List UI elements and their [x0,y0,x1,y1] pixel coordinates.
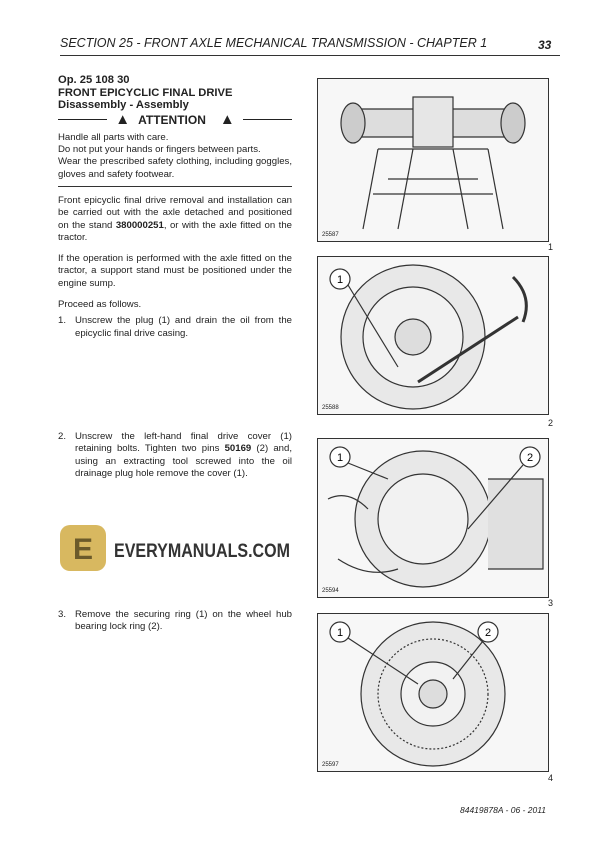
figure-4: 1 2 25597 [317,613,549,772]
svg-text:E: E [73,533,93,566]
figure-code: 25594 [322,588,339,594]
section-header: SECTION 25 - FRONT AXLE MECHANICAL TRANS… [60,36,488,50]
attention-line: Handle all parts with care. [58,131,169,143]
step-3: 3.Remove the securing ring (1) on the wh… [58,609,292,633]
figure-code: 25597 [322,762,339,768]
figure-3: 1 2 25594 [317,438,549,598]
step-2-block: 2.Unscrew the left-hand final drive cove… [58,431,292,480]
watermark: E EVERYMANUALS.COM [60,525,290,571]
document-footer: 84419878A - 06 - 2011 [460,805,547,815]
figure-2: 1 25588 [317,256,549,415]
intro-paragraph: Proceed as follows. [58,299,142,311]
callout-label: 1 [337,627,343,639]
text-column: Op. 25 108 30 FRONT EPICYCLIC FINAL DRIV… [58,74,292,340]
callout-label: 2 [527,452,533,464]
divider [58,185,292,187]
figure-number: 4 [548,773,554,783]
attention-banner: ▲ ATTENTION ▲ [58,110,292,128]
callout-label: 1 [337,452,343,464]
step-3-block: 3.Remove the securing ring (1) on the wh… [58,609,292,634]
op-code: Op. 25 108 30 [58,74,130,86]
intro-paragraph: If the operation is performed with the a… [58,253,292,289]
callout-label: 1 [337,274,343,286]
figure-1: 25587 [317,78,549,242]
attention-label: ATTENTION [138,112,206,127]
warning-icon: ▲ [219,110,235,128]
cover-removal-illustration: 1 2 [327,446,544,588]
step-2: 2.Unscrew the left-hand final drive cove… [58,431,292,479]
figure-code: 25587 [322,232,339,238]
watermark-logo-icon [60,525,106,571]
attention-line: Do not put your hands or fingers between… [58,144,261,156]
figure-code: 25588 [322,405,339,411]
page-number: 33 [538,38,552,52]
figure-number: 2 [548,418,554,428]
step-1: 1.Unscrew the plug (1) and drain the oil… [58,315,292,339]
attention-line: Wear the prescribed safety clothing, inc… [58,156,292,180]
figure-number: 1 [548,242,554,252]
securing-ring-illustration: 1 2 [329,621,506,767]
figure-number: 3 [548,598,554,608]
op-subtitle: Disassembly - Assembly [58,99,189,111]
drain-plug-illustration: 1 [329,264,528,410]
intro-paragraph: Front epicyclic final drive removal and … [58,194,292,243]
op-title: FRONT EPICYCLIC FINAL DRIVE [58,86,233,99]
watermark-text: EVERYMANUALS.COM [114,541,290,562]
axle-on-stand-illustration [340,96,526,230]
warning-icon: ▲ [115,110,131,128]
header-divider [60,55,560,56]
callout-label: 2 [485,627,491,639]
